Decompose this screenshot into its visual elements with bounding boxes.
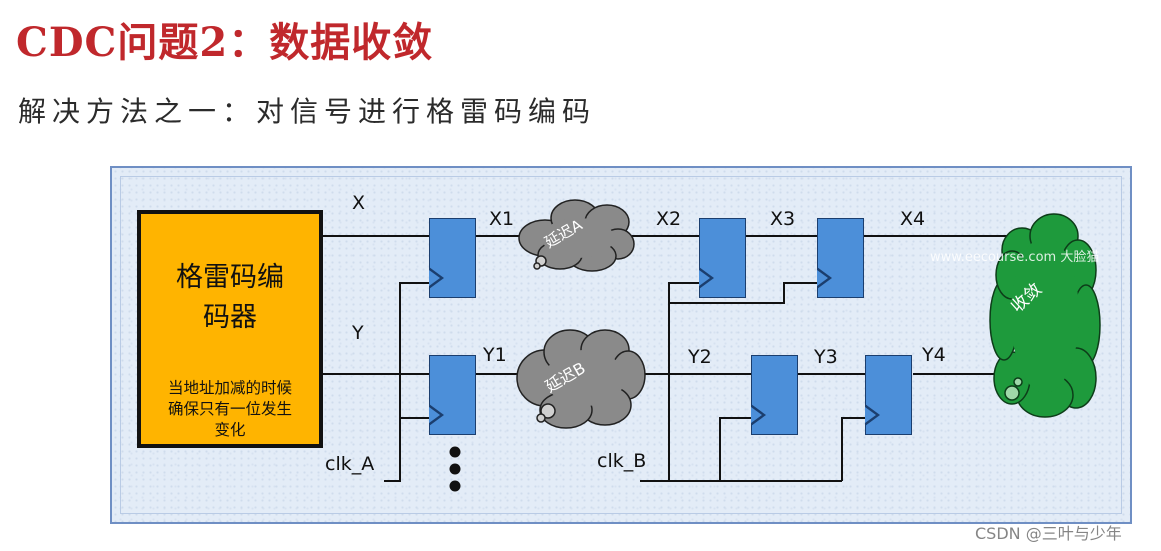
wire-clk-b-ff2 — [668, 282, 700, 481]
encoder-title: 格雷码编 码器 — [176, 262, 284, 333]
signal-label-y4: Y4 — [922, 344, 946, 366]
signal-label-y2: Y2 — [688, 346, 712, 368]
page-subtitle: 解决方法之一：对信号进行格雷码编码 — [18, 95, 597, 128]
wire-clk-a — [384, 282, 430, 482]
flipflop-x3 — [817, 218, 864, 298]
signal-label-x1: X1 — [489, 208, 515, 230]
signal-label-y3: Y3 — [814, 346, 838, 368]
cloud-delay-b — [516, 329, 646, 429]
flipflop-x2 — [699, 218, 746, 298]
signal-label-x3: X3 — [770, 208, 796, 230]
diagram-inner-border — [120, 176, 1122, 514]
flipflop-x-domain-a — [429, 218, 476, 298]
continuation-dots — [449, 446, 461, 492]
wire-clk-b-ff4 — [719, 417, 752, 481]
page-title: CDC问题2：数据收敛 — [16, 19, 434, 66]
cloud-converge — [989, 213, 1101, 418]
signal-label-x2: X2 — [656, 208, 682, 230]
signal-label-x: X — [352, 192, 366, 214]
signal-label-y: Y — [352, 322, 364, 344]
wire-clk-b-ff3 — [669, 282, 818, 304]
encoder-note: 当地址加减的时候 确保只有一位发生 变化 — [167, 379, 292, 439]
signal-label-y1: Y1 — [483, 344, 507, 366]
flipflop-y3 — [865, 355, 912, 435]
signal-label-clk-a: clk_A — [325, 453, 375, 475]
gray-code-encoder: 格雷码编 码器 当地址加减的时候 确保只有一位发生 变化 — [137, 210, 323, 448]
signal-label-x4: X4 — [900, 208, 926, 230]
cloud-delay-a — [518, 199, 635, 272]
flipflop-y2 — [751, 355, 798, 435]
inner-watermark: www.eecourse.com 大脸猫 — [930, 250, 1100, 265]
signal-label-clk-b: clk_B — [597, 450, 647, 472]
footer-watermark: CSDN @三叶与少年 — [975, 524, 1122, 543]
flipflop-y-domain-a — [429, 355, 476, 435]
wire-clk-b-ff5 — [841, 417, 866, 481]
